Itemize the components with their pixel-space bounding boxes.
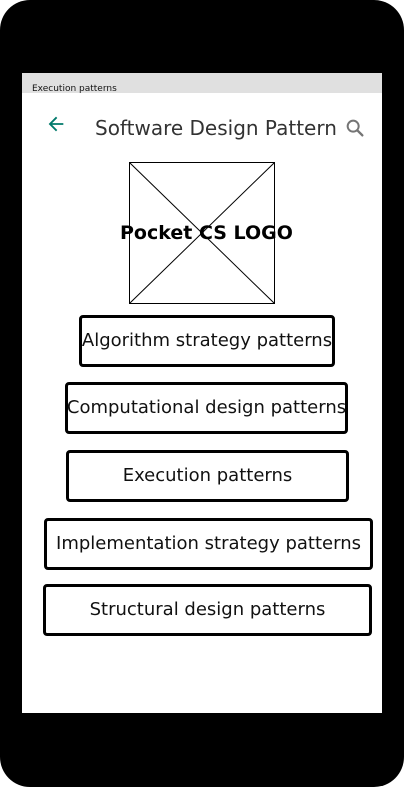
implementation-strategy-patterns-button[interactable]: Implementation strategy patterns	[44, 518, 373, 570]
search-icon[interactable]	[344, 117, 366, 139]
structural-design-patterns-button[interactable]: Structural design patterns	[43, 584, 372, 636]
app-bar: Software Design Pattern	[22, 93, 382, 163]
execution-patterns-button[interactable]: Execution patterns	[66, 450, 349, 502]
page-title: Software Design Pattern	[95, 116, 337, 140]
app-screen: Execution patterns Software Design Patte…	[22, 73, 382, 713]
status-bar-text: Execution patterns	[32, 84, 117, 94]
algorithm-strategy-patterns-button[interactable]: Algorithm strategy patterns	[79, 315, 335, 367]
logo-text: Pocket CS LOGO	[120, 222, 293, 244]
logo-placeholder: Pocket CS LOGO	[120, 162, 293, 304]
logo-placeholder-cross	[130, 163, 274, 303]
arrow-left-icon[interactable]	[45, 113, 67, 135]
status-bar: Execution patterns	[22, 73, 382, 94]
computational-design-patterns-button[interactable]: Computational design patterns	[65, 382, 348, 434]
